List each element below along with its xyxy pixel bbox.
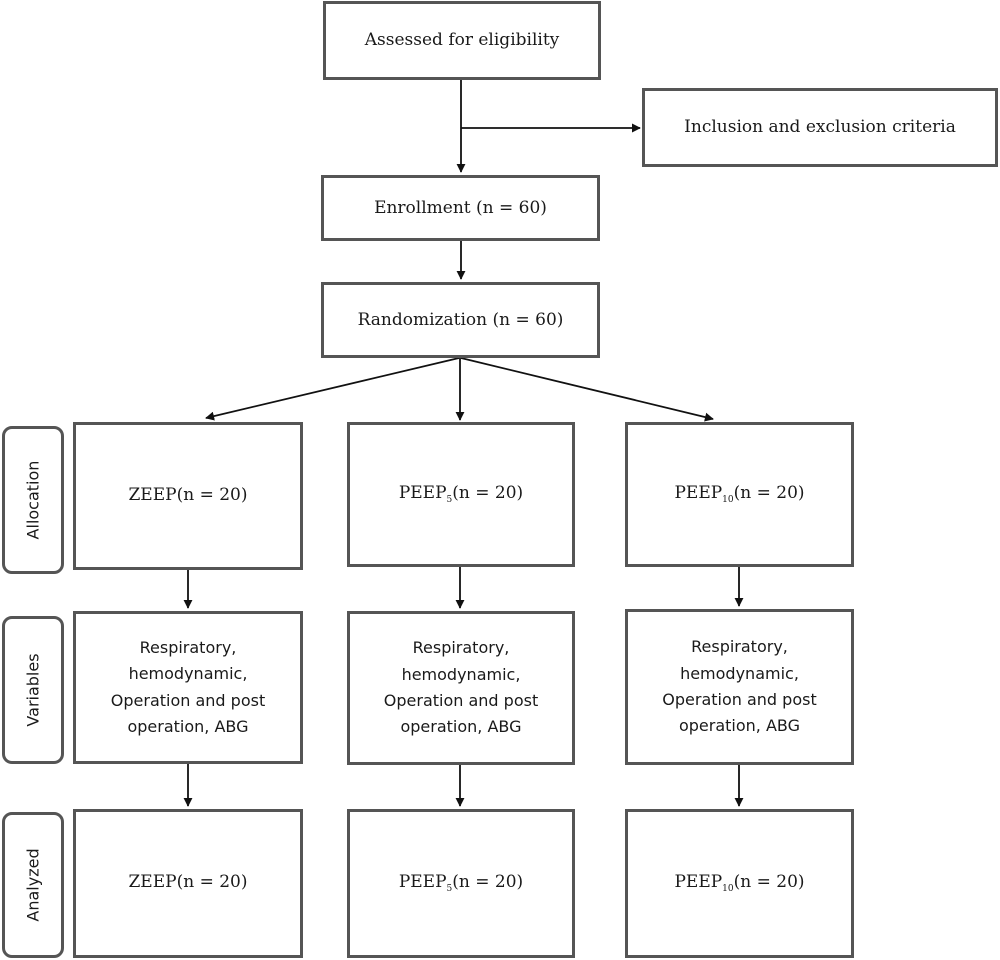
arrow-randomization-to-peep10 (460, 357, 714, 422)
variables-line: Respiratory, (412, 638, 510, 658)
stage-variables: Variables (2, 616, 64, 764)
assessed-label: Assessed for eligibility (364, 30, 560, 51)
group-name: PEEP (674, 872, 723, 893)
enrollment-box: Enrollment (n = 60) (321, 175, 600, 241)
variables-text: Respiratory, hemodynamic, Operation and … (384, 635, 538, 741)
group-count: (n = 20) (176, 484, 248, 505)
stage-variables-label: Variables (23, 653, 43, 727)
group-count: (n = 20) (452, 483, 524, 504)
group-name: ZEEP (128, 872, 177, 893)
peep5-analyzed-label: PEEP5(n = 20) (399, 872, 523, 895)
variables-line: hemodynamic, (128, 664, 248, 684)
variables-line: Operation and post (383, 691, 539, 710)
peep5-variables-box: Respiratory, hemodynamic, Operation and … (347, 611, 575, 765)
peep10-allocation-label: PEEP10(n = 20) (674, 483, 804, 506)
zeep-variables-box: Respiratory, hemodynamic, Operation and … (73, 611, 303, 764)
peep5-allocation-box: PEEP5(n = 20) (347, 422, 575, 567)
peep10-allocation-box: PEEP10(n = 20) (625, 422, 854, 567)
enrollment-label: Enrollment (n = 60) (374, 197, 547, 218)
zeep-allocation-label: ZEEP(n = 20) (129, 485, 248, 508)
variables-line: hemodynamic, (401, 664, 521, 684)
peep10-analyzed-label: PEEP10(n = 20) (674, 872, 804, 895)
group-name: ZEEP (128, 484, 177, 505)
variables-line: operation, ABG (678, 716, 800, 736)
stage-allocation: Allocation (2, 426, 64, 574)
zeep-analyzed-box: ZEEP(n = 20) (73, 809, 303, 958)
zeep-allocation-box: ZEEP(n = 20) (73, 422, 303, 570)
variables-text: Respiratory, hemodynamic, Operation and … (111, 635, 265, 741)
zeep-analyzed-label: ZEEP(n = 20) (129, 872, 248, 895)
assessed-box: Assessed for eligibility (323, 1, 601, 80)
peep5-allocation-label: PEEP5(n = 20) (399, 483, 523, 506)
group-count: (n = 20) (452, 872, 524, 893)
stage-analyzed: Analyzed (2, 812, 64, 958)
group-name: PEEP (398, 483, 447, 504)
group-count: (n = 20) (176, 872, 248, 893)
variables-line: Operation and post (110, 690, 266, 710)
variables-line: hemodynamic, (680, 663, 799, 683)
group-subscript: 5 (446, 495, 453, 506)
group-subscript: 10 (722, 884, 734, 895)
criteria-label: Inclusion and exclusion criteria (684, 117, 956, 138)
variables-line: operation, ABG (127, 716, 249, 736)
randomization-box: Randomization (n = 60) (321, 282, 600, 358)
peep10-analyzed-box: PEEP10(n = 20) (625, 809, 854, 958)
variables-line: Respiratory, (139, 637, 237, 657)
group-count: (n = 20) (733, 872, 805, 893)
variables-text: Respiratory, hemodynamic, Operation and … (662, 634, 816, 740)
variables-line: operation, ABG (400, 717, 522, 737)
arrow-randomization-to-zeep (205, 357, 460, 421)
stage-analyzed-label: Analyzed (23, 848, 43, 922)
group-name: PEEP (674, 483, 723, 504)
randomization-label: Randomization (n = 60) (357, 309, 564, 330)
group-count: (n = 20) (733, 483, 805, 504)
variables-line: Operation and post (662, 690, 817, 709)
criteria-box: Inclusion and exclusion criteria (642, 88, 998, 167)
peep10-variables-box: Respiratory, hemodynamic, Operation and … (625, 609, 854, 765)
group-subscript: 5 (446, 884, 453, 895)
group-name: PEEP (398, 872, 447, 893)
peep5-analyzed-box: PEEP5(n = 20) (347, 809, 575, 958)
variables-line: Respiratory, (691, 637, 788, 657)
group-subscript: 10 (722, 495, 734, 506)
stage-allocation-label: Allocation (23, 460, 43, 540)
